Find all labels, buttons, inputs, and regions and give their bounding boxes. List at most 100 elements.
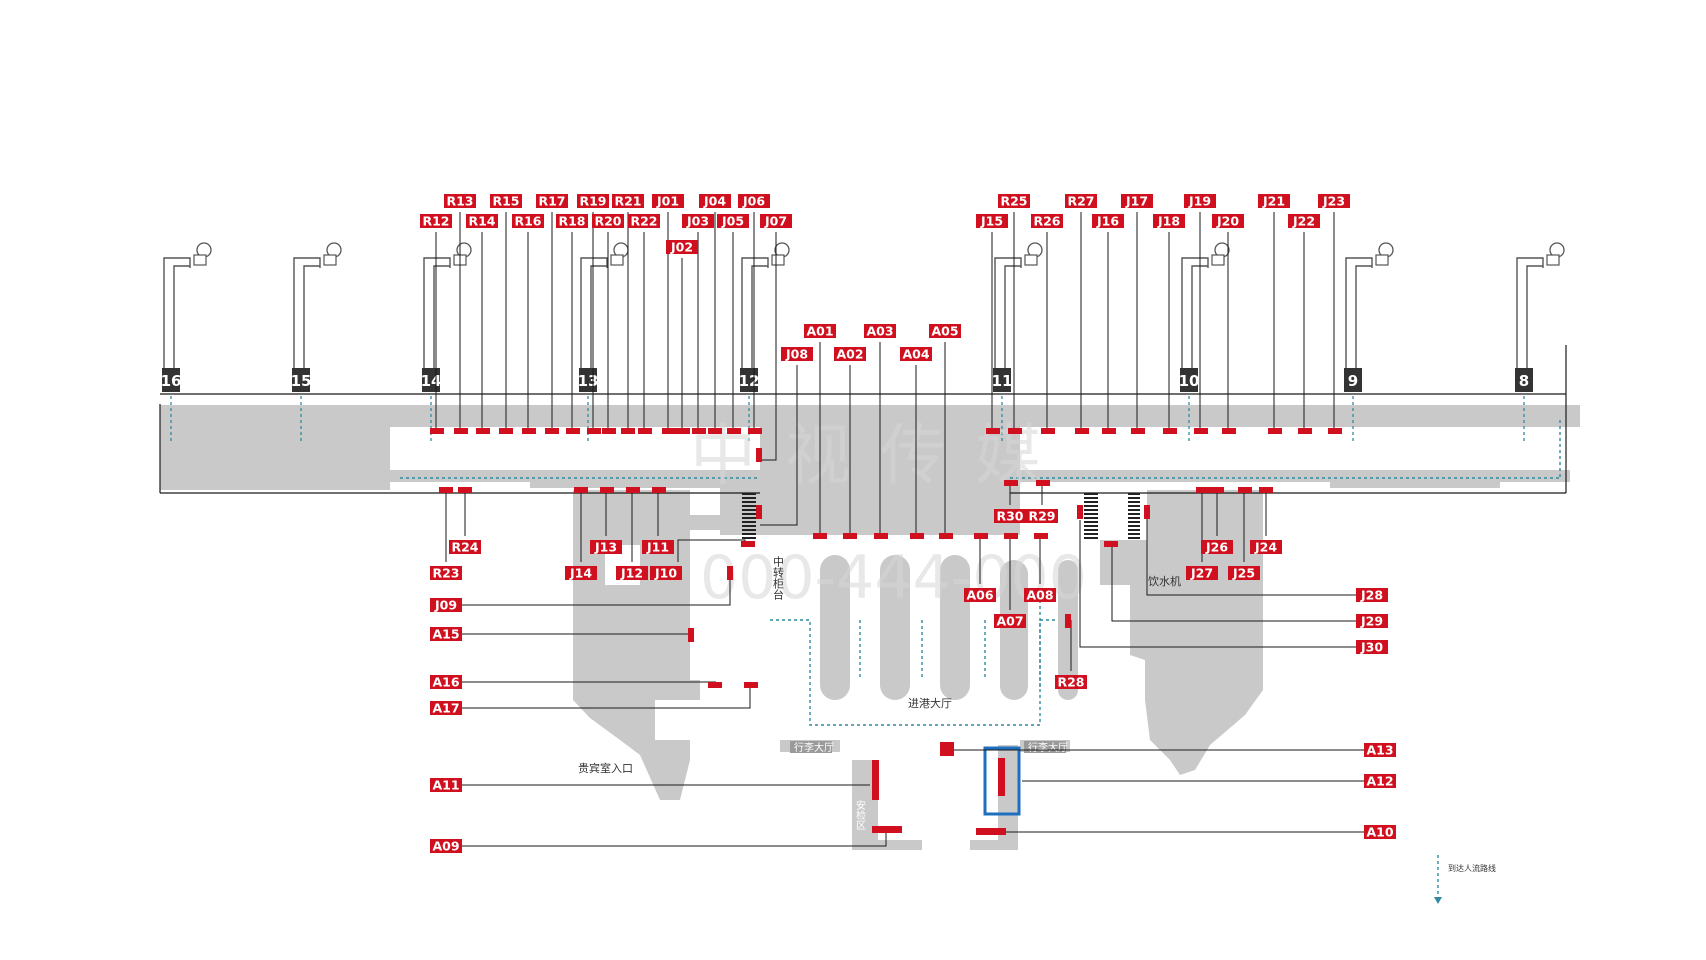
tag-box-r30[interactable]	[994, 509, 1026, 523]
marker-j17[interactable]	[1131, 428, 1145, 434]
marker-j16[interactable]	[1102, 428, 1116, 434]
tag-box-r14[interactable]	[466, 214, 498, 228]
marker-r25[interactable]	[1008, 428, 1022, 434]
tag-box-j23[interactable]	[1318, 194, 1350, 208]
marker-j28[interactable]	[1144, 505, 1150, 519]
tag-box-j09[interactable]	[430, 598, 462, 612]
marker-r18[interactable]	[566, 428, 580, 434]
tag-box-r17[interactable]	[536, 194, 568, 208]
marker-a11[interactable]	[872, 760, 879, 800]
tag-box-j13[interactable]	[590, 540, 622, 554]
marker-j22[interactable]	[1298, 428, 1312, 434]
marker-r14[interactable]	[476, 428, 490, 434]
tag-box-r13[interactable]	[444, 194, 476, 208]
tag-box-j30[interactable]	[1356, 640, 1388, 654]
tag-box-j12[interactable]	[616, 566, 648, 580]
marker-r21[interactable]	[621, 428, 635, 434]
marker-j03[interactable]	[692, 428, 706, 434]
tag-box-j25[interactable]	[1228, 566, 1260, 580]
marker-j18[interactable]	[1163, 428, 1177, 434]
tag-box-a09[interactable]	[430, 839, 462, 853]
tag-box-j11[interactable]	[642, 540, 674, 554]
marker-a08[interactable]	[1034, 533, 1048, 539]
tag-box-r28[interactable]	[1055, 675, 1087, 689]
tag-box-r26[interactable]	[1031, 214, 1063, 228]
tag-box-j06[interactable]	[738, 194, 770, 208]
marker-j13[interactable]	[600, 487, 614, 493]
tag-box-a10[interactable]	[1364, 825, 1396, 839]
tag-box-j28[interactable]	[1356, 588, 1388, 602]
tag-box-r12[interactable]	[420, 214, 452, 228]
tag-box-j04[interactable]	[699, 194, 731, 208]
tag-box-j14[interactable]	[565, 566, 597, 580]
tag-box-a01[interactable]	[804, 324, 836, 338]
tag-box-a13[interactable]	[1364, 743, 1396, 757]
tag-box-a15[interactable]	[430, 627, 462, 641]
marker-r28[interactable]	[1065, 614, 1071, 628]
marker-j01[interactable]	[662, 428, 676, 434]
marker-j10[interactable]	[741, 541, 755, 547]
marker-r17[interactable]	[545, 428, 559, 434]
marker-a09[interactable]	[872, 826, 902, 833]
tag-box-a03[interactable]	[864, 324, 896, 338]
tag-box-r19[interactable]	[577, 194, 609, 208]
tag-box-r25[interactable]	[998, 194, 1030, 208]
a12-highlight-box[interactable]	[983, 746, 1021, 816]
marker-a02[interactable]	[843, 533, 857, 539]
tag-box-j05[interactable]	[717, 214, 749, 228]
marker-r22[interactable]	[638, 428, 652, 434]
tag-box-r22[interactable]	[628, 214, 660, 228]
marker-j11[interactable]	[652, 487, 666, 493]
marker-r16[interactable]	[522, 428, 536, 434]
marker-a12[interactable]	[998, 758, 1005, 796]
marker-j26[interactable]	[1210, 487, 1224, 493]
tag-box-r16[interactable]	[512, 214, 544, 228]
marker-j02[interactable]	[676, 428, 690, 434]
tag-box-j22[interactable]	[1288, 214, 1320, 228]
marker-a05[interactable]	[939, 533, 953, 539]
marker-j21[interactable]	[1268, 428, 1282, 434]
marker-a15[interactable]	[688, 628, 694, 642]
tag-box-r23[interactable]	[430, 566, 462, 580]
marker-j12[interactable]	[626, 487, 640, 493]
marker-j27[interactable]	[1196, 487, 1210, 493]
tag-box-j20[interactable]	[1212, 214, 1244, 228]
tag-box-j16[interactable]	[1092, 214, 1124, 228]
marker-j09[interactable]	[727, 566, 733, 580]
tag-box-r21[interactable]	[612, 194, 644, 208]
tag-box-r18[interactable]	[556, 214, 588, 228]
marker-r13[interactable]	[454, 428, 468, 434]
tag-box-a07[interactable]	[994, 614, 1026, 628]
marker-j07[interactable]	[756, 448, 762, 462]
marker-r29[interactable]	[1036, 480, 1050, 486]
marker-r12[interactable]	[430, 428, 444, 434]
marker-j30[interactable]	[1077, 505, 1083, 519]
marker-j15[interactable]	[986, 428, 1000, 434]
tag-box-j10[interactable]	[650, 566, 682, 580]
tag-box-r29[interactable]	[1026, 509, 1058, 523]
tag-box-a08[interactable]	[1024, 588, 1056, 602]
marker-a16[interactable]	[708, 682, 722, 688]
tag-box-a05[interactable]	[929, 324, 961, 338]
tag-box-j19[interactable]	[1184, 194, 1216, 208]
marker-r27[interactable]	[1075, 428, 1089, 434]
marker-j19[interactable]	[1194, 428, 1208, 434]
tag-box-j15[interactable]	[976, 214, 1008, 228]
marker-r19[interactable]	[587, 428, 601, 434]
marker-j24[interactable]	[1259, 487, 1273, 493]
marker-r30[interactable]	[1004, 480, 1018, 486]
tag-box-r15[interactable]	[490, 194, 522, 208]
marker-r20[interactable]	[602, 428, 616, 434]
marker-r26[interactable]	[1041, 428, 1055, 434]
tag-box-r20[interactable]	[592, 214, 624, 228]
marker-j08[interactable]	[756, 505, 762, 519]
marker-j25[interactable]	[1238, 487, 1252, 493]
tag-box-j24[interactable]	[1250, 540, 1282, 554]
marker-r24[interactable]	[458, 487, 472, 493]
tag-box-r24[interactable]	[449, 540, 481, 554]
tag-box-j26[interactable]	[1201, 540, 1233, 554]
tag-box-r27[interactable]	[1065, 194, 1097, 208]
marker-j20[interactable]	[1222, 428, 1236, 434]
tag-box-j07[interactable]	[760, 214, 792, 228]
marker-j23[interactable]	[1328, 428, 1342, 434]
